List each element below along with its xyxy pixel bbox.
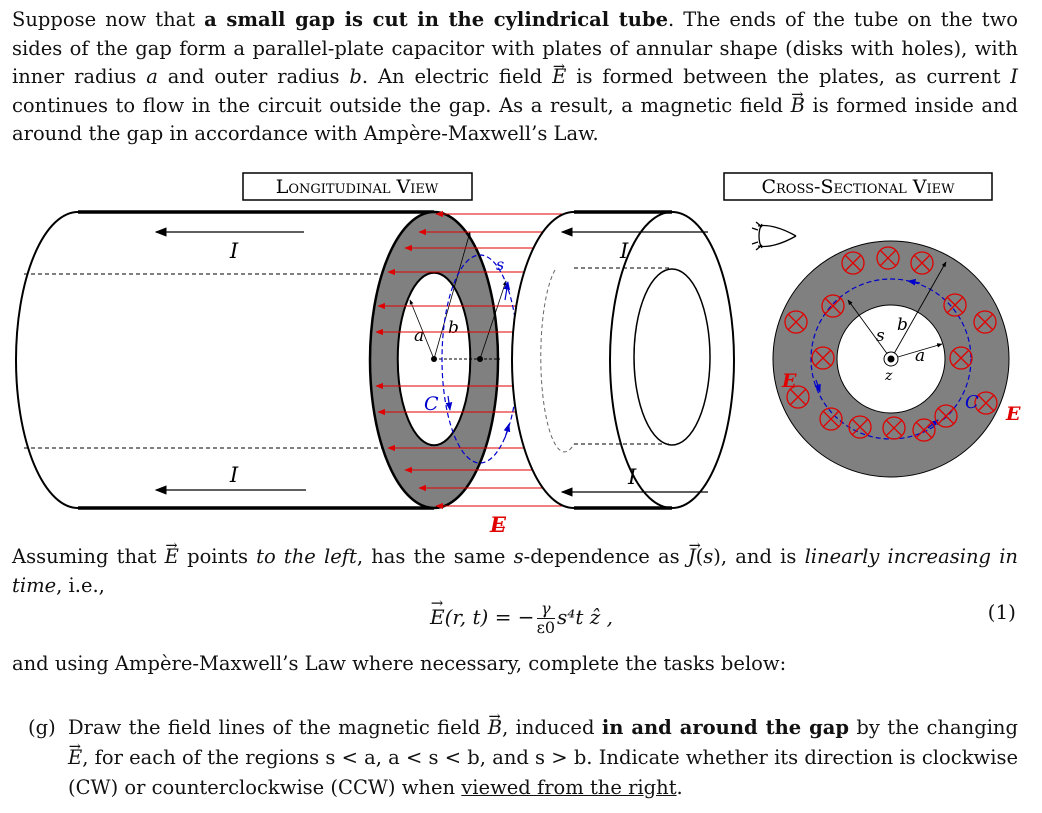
assumption-italic: linearly increasing in time xyxy=(12,545,1018,597)
radius-s-cross xyxy=(847,299,892,360)
symbol-i: I xyxy=(1010,65,1018,89)
task-body: Draw the field lines of the magnetic fie… xyxy=(68,702,1018,803)
label-c-cross: C xyxy=(965,392,979,413)
assumption-paragraph: Assuming that E points to the left, has … xyxy=(12,533,1018,600)
intro-text: Suppose now that xyxy=(12,8,205,31)
radius-b-cross xyxy=(890,261,947,360)
assumption-text: -dependence as xyxy=(523,545,688,568)
label-a-long: a xyxy=(414,326,424,346)
symbol-a: a xyxy=(146,65,158,89)
capacitor-diagram: Longitudinal View Cross-Sectional View I… xyxy=(15,172,1021,537)
task-text: by the changing xyxy=(849,716,1018,739)
task-text: . xyxy=(676,776,683,799)
intro-text: . The ends of the tube on the two sides … xyxy=(12,8,1018,89)
current-label-top-left: I xyxy=(229,239,239,263)
current-label-bottom-left: I xyxy=(229,463,239,487)
after-equation-text: and using Ampère-Maxwell’s Law where nec… xyxy=(12,652,787,675)
assumption-text: Assuming that xyxy=(12,545,165,568)
equation-rhs: s⁴t ẑ , xyxy=(557,605,613,629)
left-tube xyxy=(15,210,434,510)
radius-b-arrow xyxy=(433,231,471,360)
label-e-cross-left: E xyxy=(781,370,797,392)
intro-text: continues to flow in the circuit outside… xyxy=(12,93,791,117)
vector-b: B xyxy=(488,702,502,743)
fraction-denominator: ε0 xyxy=(536,618,556,637)
longitudinal-view-title: Longitudinal View xyxy=(242,172,473,201)
equation-number: (1) xyxy=(987,600,1016,624)
intro-text: and outer radius xyxy=(157,65,350,89)
current-label-top-right: I xyxy=(619,239,629,263)
label-e-long: E xyxy=(489,512,507,537)
label-b-cross: b xyxy=(897,315,908,335)
label-b-long: b xyxy=(448,318,459,338)
assumption-text: , has the same xyxy=(356,545,514,568)
svg-text:Cross-Sectional View: Cross-Sectional View xyxy=(761,176,955,198)
label-a-cross: a xyxy=(915,346,925,366)
vector-e: E xyxy=(430,594,445,629)
intro-text: is formed inside and around the gap in a… xyxy=(12,93,1018,146)
task-tag: (g) xyxy=(28,716,56,739)
radius-a-arrow xyxy=(409,299,435,360)
vector-b: B xyxy=(791,81,805,121)
task-text: , for each of the regions s < a, a < s <… xyxy=(68,746,1018,799)
right-tube xyxy=(511,210,735,510)
radius-s-arrow xyxy=(479,280,507,360)
cross-sectional-view-title: Cross-Sectional View xyxy=(723,172,993,201)
vector-j: J xyxy=(688,533,701,572)
label-s-long: s xyxy=(496,255,504,274)
intro-paragraph: Suppose now that a small gap is cut in t… xyxy=(12,6,1018,149)
label-z-cross: z xyxy=(884,368,893,384)
label-c-long: C xyxy=(424,393,439,415)
svg-text:Longitudinal View: Longitudinal View xyxy=(276,176,439,198)
task-underline: viewed from the right xyxy=(461,776,677,799)
eye-icon xyxy=(751,221,797,251)
label-e-cross-right: E xyxy=(1005,403,1021,425)
symbol-s: s xyxy=(703,545,714,568)
task-text: Draw the field lines of the magnetic fie… xyxy=(68,716,488,739)
intro-bold: a small gap is cut in the cylindrical tu… xyxy=(204,8,669,31)
equation-lhs: (r, t) = − xyxy=(444,605,535,629)
label-e-long-arrow: → xyxy=(494,520,506,536)
assumption-text: ), and is xyxy=(713,545,805,568)
assumption-text: , i.e., xyxy=(56,573,105,597)
vector-e: E xyxy=(552,53,566,92)
current-label-bottom-right: I xyxy=(627,465,637,489)
intro-text: is formed between the plates, as current xyxy=(566,65,1011,89)
task-bold: in and around the gap xyxy=(601,716,850,739)
symbol-s: s xyxy=(513,545,524,568)
e-field-arrows-longitudinal xyxy=(375,210,574,510)
vector-e: E xyxy=(68,732,82,773)
e-field-into-page-symbols xyxy=(784,246,998,442)
assumption-italic: to the left xyxy=(256,545,357,568)
task-text: , induced xyxy=(502,716,602,739)
intro-text: . An electric field xyxy=(361,65,553,89)
radius-a-cross xyxy=(890,343,943,360)
label-s-cross: s xyxy=(876,326,885,346)
z-axis-dot xyxy=(887,355,895,363)
vector-e: E xyxy=(165,533,179,572)
task-g: (g) Draw the field lines of the magnetic… xyxy=(28,702,1018,803)
assumption-text: points xyxy=(178,545,257,568)
symbol-b: b xyxy=(349,65,362,89)
fraction-numerator: γ xyxy=(536,600,556,619)
